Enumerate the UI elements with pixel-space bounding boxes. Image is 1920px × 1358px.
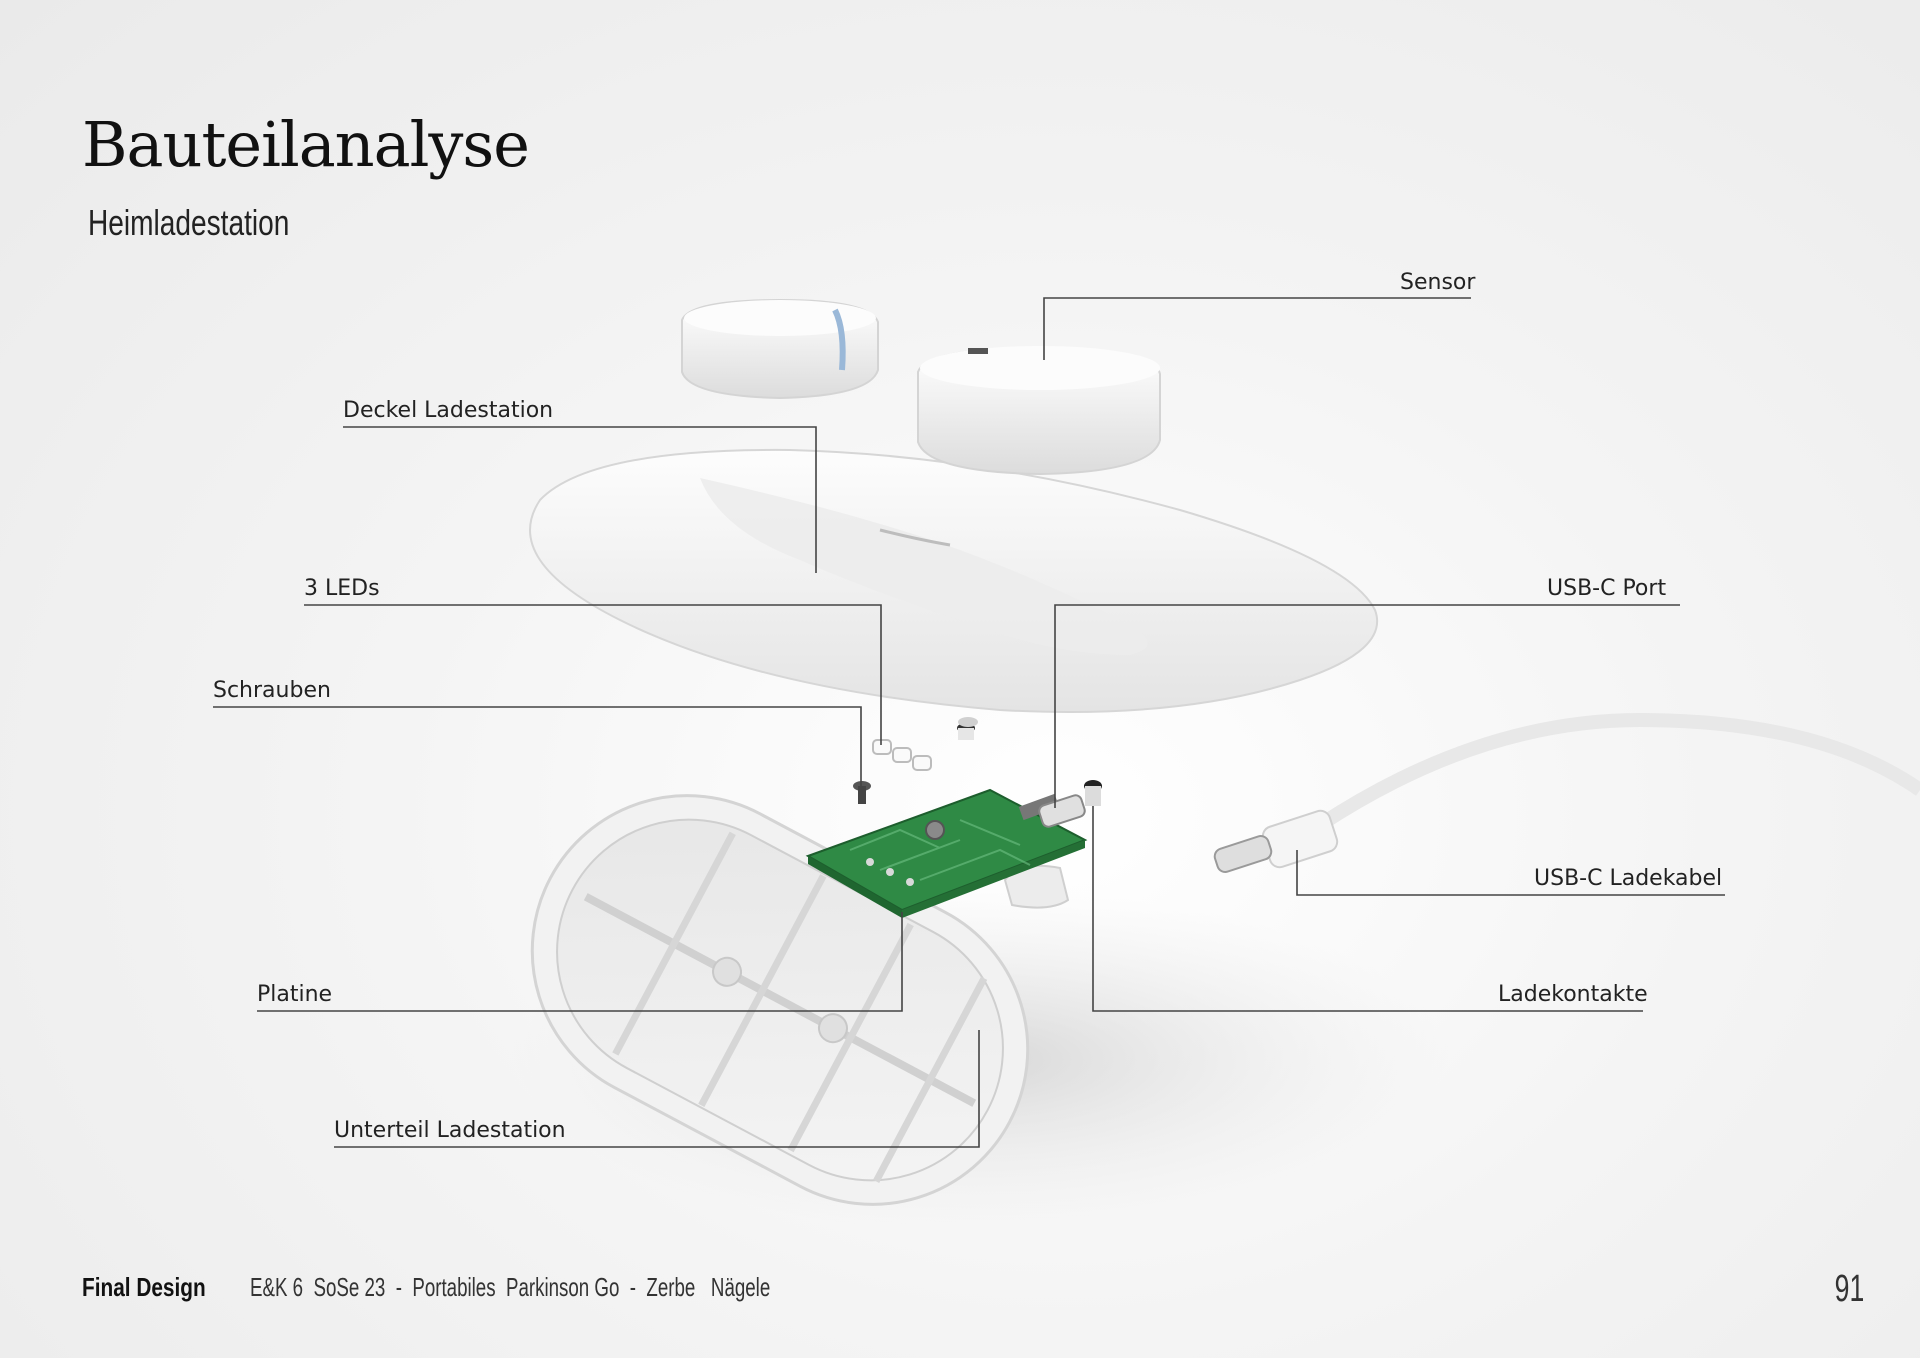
screw — [853, 781, 871, 804]
sensor-left — [681, 298, 879, 400]
pcb — [805, 788, 1088, 918]
label-ladekontakte: Ladekontakte — [1498, 982, 1648, 1007]
leader-lines — [213, 297, 1725, 1148]
footer-info: E&K 6 SoSe 23 - Portabiles Parkinson Go … — [250, 1272, 771, 1302]
page-subtitle: Heimladestation — [88, 202, 290, 243]
label-platine: Platine — [257, 982, 333, 1007]
sensor-right — [917, 346, 1161, 476]
charging-contacts — [957, 723, 1102, 806]
leds — [872, 739, 932, 771]
usb-c-port — [1038, 794, 1086, 828]
label-usb-c-port: USB-C Port — [1547, 576, 1667, 601]
leader-usb-kabel — [1296, 850, 1725, 896]
label-sensor: Sensor — [1400, 270, 1476, 295]
leader-unterteil — [334, 1030, 980, 1148]
label-schrauben: Schrauben — [213, 678, 331, 703]
leader-schrauben — [213, 706, 862, 786]
label-usb-c-ladekabel: USB-C Ladekabel — [1534, 866, 1723, 891]
page-number: 91 — [1834, 1268, 1864, 1310]
leader-ladekontakte — [1092, 806, 1643, 1012]
usb-c-cable — [1213, 712, 1920, 873]
lid — [529, 448, 1379, 727]
leader-sensor — [1043, 297, 1471, 360]
leader-usb-port — [1054, 604, 1680, 808]
footer-section: Final Design — [82, 1272, 206, 1302]
leader-deckel — [343, 426, 817, 573]
page-title: Bauteilanalyse — [82, 108, 530, 181]
leader-platine — [257, 912, 903, 1012]
label-deckel-ladestation: Deckel Ladestation — [343, 398, 554, 423]
leader-leds — [304, 604, 882, 745]
label-3-leds: 3 LEDs — [304, 576, 380, 601]
label-unterteil-ladestation: Unterteil Ladestation — [334, 1118, 566, 1143]
